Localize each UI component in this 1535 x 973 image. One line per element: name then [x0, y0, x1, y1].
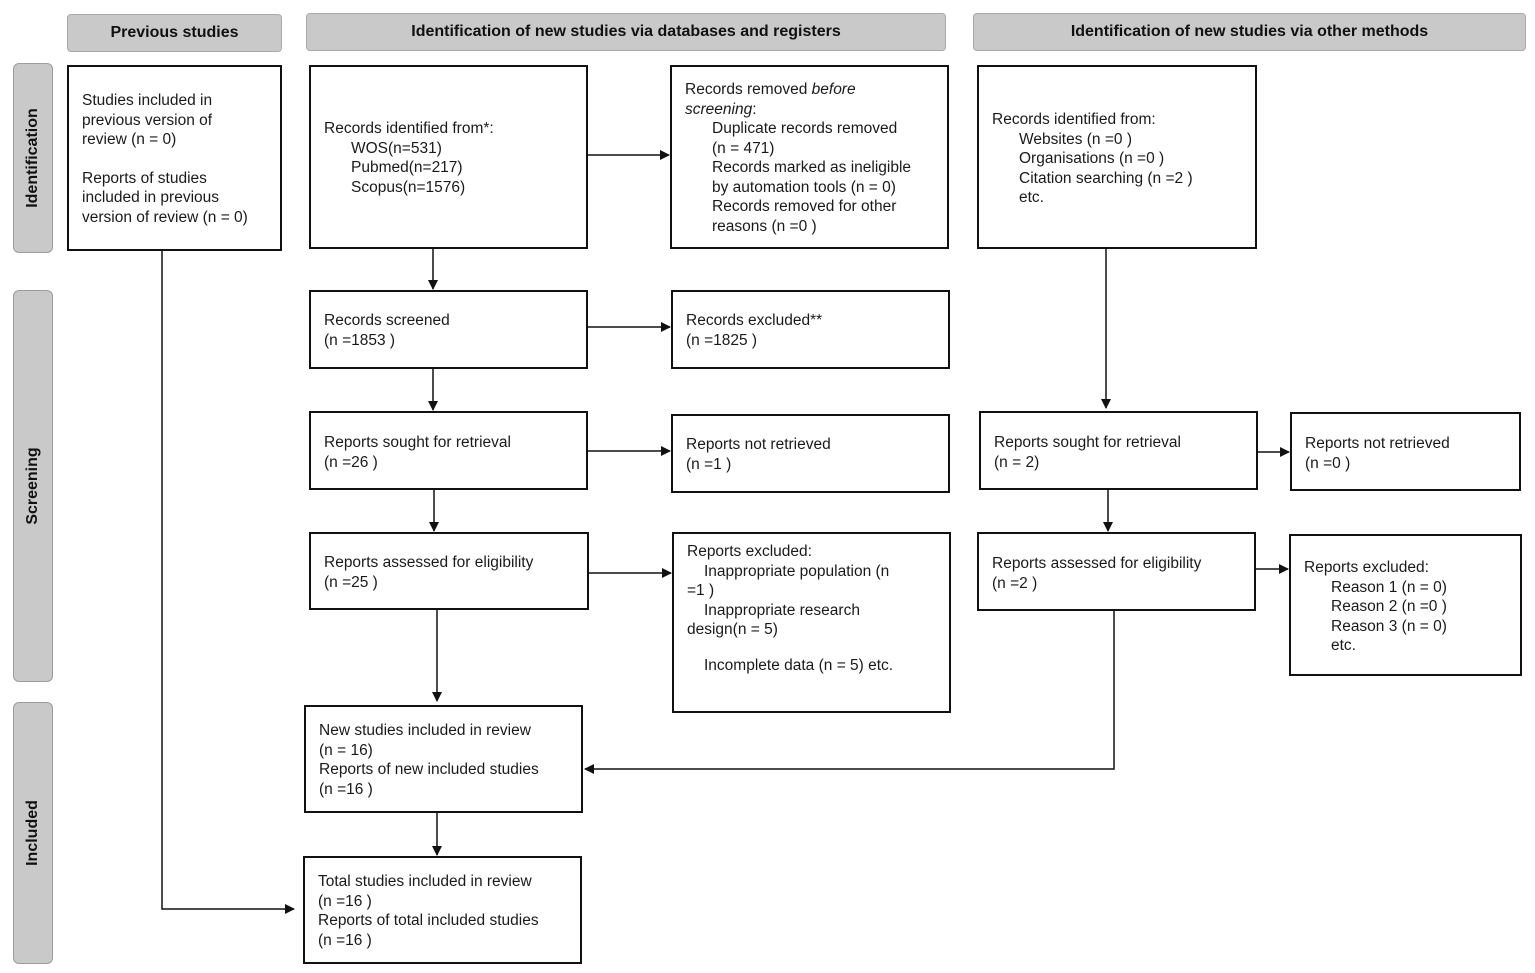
other-assessed-count: (n =2 ) — [992, 574, 1038, 592]
records-removed-line: Duplicate records removed — [712, 120, 898, 137]
previous-box-line: included in previous — [82, 189, 220, 206]
other-source-citation: Citation searching (n =2 ) — [1019, 169, 1193, 187]
new-included-line: Reports of new included studies — [319, 761, 539, 778]
stage-screening: Screening — [13, 290, 53, 682]
header-databases-registers: Identification of new studies via databa… — [306, 13, 946, 51]
previous-box-line: review (n = 0) — [82, 131, 177, 148]
total-studies-included-box: Total studies included in review (n =16 … — [303, 856, 582, 964]
records-removed-title: Records removed before — [685, 80, 939, 100]
reports-not-retrieved-box: Reports not retrieved (n =1 ) — [671, 414, 950, 493]
records-screened-count: (n =1853 ) — [324, 331, 396, 349]
reports-not-retrieved-count: (n =1 ) — [686, 455, 732, 473]
reports-excluded-title: Reports excluded: — [687, 543, 812, 560]
other-excluded-reason: etc. — [1331, 637, 1356, 654]
other-source-websites: Websites (n =0 ) — [1019, 130, 1132, 148]
records-removed-title-2: screening: — [685, 100, 939, 120]
other-not-retrieved-count: (n =0 ) — [1305, 454, 1351, 472]
other-excluded-reason: Reason 1 (n = 0) — [1331, 578, 1447, 596]
other-source-etc: etc. — [1019, 189, 1044, 206]
records-removed-title-a: Records removed — [685, 81, 812, 98]
records-screened-label: Records screened — [324, 312, 450, 329]
stage-identification: Identification — [13, 63, 53, 253]
header-previous-studies: Previous studies — [67, 14, 282, 52]
other-reports-not-retrieved-box: Reports not retrieved (n =0 ) — [1290, 412, 1521, 491]
other-reports-sought-box: Reports sought for retrieval (n = 2) — [979, 411, 1258, 490]
reports-assessed-label: Reports assessed for eligibility — [324, 554, 534, 571]
arrow-previous-to-total — [161, 251, 295, 914]
stage-included: Included — [13, 702, 53, 964]
records-excluded-count: (n =1825 ) — [686, 331, 758, 349]
records-removed-title-d: : — [752, 100, 757, 118]
total-included-line: Reports of total included studies — [318, 912, 539, 929]
arrow-other-assessed-to-new-included — [584, 611, 1115, 774]
header-other-methods-label: Identification of new studies via other … — [1070, 23, 1429, 40]
reports-excluded-reason: Inappropriate population (n — [704, 562, 890, 580]
other-excluded-reason: Reason 3 (n = 0) — [1331, 617, 1447, 635]
total-included-line: Total studies included in review — [318, 873, 532, 890]
total-included-line: (n =16 ) — [318, 892, 372, 910]
reports-assessed-count: (n =25 ) — [324, 573, 378, 591]
other-sought-count: (n = 2) — [994, 453, 1040, 471]
other-assessed-label: Reports assessed for eligibility — [992, 555, 1202, 572]
records-source-wos: WOS(n=531) — [351, 139, 442, 157]
records-removed-line: by automation tools (n = 0) — [712, 178, 896, 196]
other-excluded-title: Reports excluded: — [1304, 559, 1429, 576]
records-excluded-label: Records excluded** — [686, 312, 823, 329]
records-identified-title: Records identified from*: — [324, 120, 494, 137]
records-removed-line: Records marked as ineligible — [712, 159, 912, 176]
new-included-line: (n = 16) — [319, 741, 373, 759]
records-source-pubmed: Pubmed(n=217) — [351, 159, 463, 176]
records-removed-box: Records removed before screening: Duplic… — [670, 65, 949, 249]
header-previous-studies-label: Previous studies — [110, 24, 239, 41]
other-sought-label: Reports sought for retrieval — [994, 434, 1181, 451]
reports-sought-box: Reports sought for retrieval (n =26 ) — [309, 411, 588, 490]
records-identified-box: Records identified from*: WOS(n=531) Pub… — [309, 65, 588, 249]
reports-excluded-reason: =1 ) — [687, 582, 715, 599]
total-included-line: (n =16 ) — [318, 931, 372, 949]
other-reports-excluded-box: Reports excluded: Reason 1 (n = 0) Reaso… — [1289, 534, 1522, 676]
reports-sought-label: Reports sought for retrieval — [324, 434, 511, 451]
records-removed-title-c: screening — [685, 100, 753, 118]
reports-assessed-box: Reports assessed for eligibility (n =25 … — [309, 532, 589, 610]
other-records-identified-box: Records identified from: Websites (n =0 … — [977, 65, 1257, 249]
reports-sought-count: (n =26 ) — [324, 453, 378, 471]
other-identified-title: Records identified from: — [992, 111, 1156, 128]
records-removed-title-b: before — [811, 81, 856, 98]
other-not-retrieved-label: Reports not retrieved — [1305, 435, 1450, 452]
reports-not-retrieved-label: Reports not retrieved — [686, 436, 831, 453]
records-removed-line: Records removed for other — [712, 198, 897, 215]
header-databases-label: Identification of new studies via databa… — [411, 23, 841, 40]
reports-excluded-reason: Incomplete data (n = 5) etc. — [704, 656, 894, 674]
records-screened-box: Records screened (n =1853 ) — [309, 290, 588, 369]
previous-box-line: Reports of studies — [82, 169, 207, 187]
other-source-organisations: Organisations (n =0 ) — [1019, 150, 1165, 167]
reports-excluded-box: Reports excluded: Inappropriate populati… — [672, 532, 951, 713]
header-other-methods: Identification of new studies via other … — [973, 13, 1526, 51]
records-removed-line: reasons (n =0 ) — [712, 217, 817, 235]
previous-studies-box: Studies included in previous version of … — [67, 65, 282, 251]
other-excluded-reason: Reason 2 (n =0 ) — [1331, 598, 1447, 615]
previous-box-line: previous version of — [82, 111, 213, 129]
new-included-line: (n =16 ) — [319, 780, 373, 798]
records-excluded-box: Records excluded** (n =1825 ) — [671, 290, 950, 369]
records-source-scopus: Scopus(n=1576) — [351, 178, 466, 196]
previous-box-line: Studies included in — [82, 92, 213, 109]
records-removed-line: (n = 471) — [712, 139, 775, 157]
reports-excluded-reason: design(n = 5) — [687, 621, 778, 638]
new-studies-included-box: New studies included in review (n = 16) … — [304, 705, 583, 813]
previous-box-line: version of review (n = 0) — [82, 208, 248, 226]
new-included-line: New studies included in review — [319, 722, 531, 739]
other-reports-assessed-box: Reports assessed for eligibility (n =2 ) — [977, 532, 1256, 611]
reports-excluded-reason: Inappropriate research — [704, 601, 860, 619]
